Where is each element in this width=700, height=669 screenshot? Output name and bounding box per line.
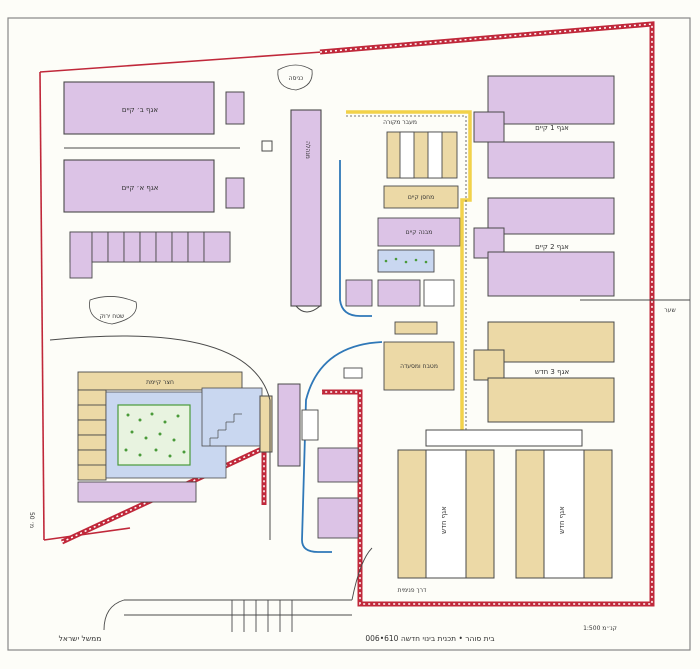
lower-blue-loop — [301, 341, 383, 553]
left-curve-path — [49, 335, 271, 540]
top-path-label: מעבר מקורה — [383, 119, 417, 126]
security-wall-diagonal-inner — [61, 446, 265, 543]
right-barracks-2 — [473, 197, 615, 297]
barracks-a2-label: אגף 2 קיים — [535, 243, 569, 251]
bottom-new-blocks — [397, 429, 613, 579]
admin-curve — [295, 305, 321, 313]
footer-left-note: קנ״מ 1:500 — [583, 625, 617, 632]
left-block-cluster — [77, 371, 243, 503]
admin-long-building — [290, 109, 322, 307]
barracks-b1 — [63, 159, 215, 213]
security-wall-right — [319, 21, 655, 607]
lower-center-blocks — [301, 409, 359, 539]
small-square — [261, 140, 273, 152]
stair-steps — [209, 413, 242, 446]
cell-row — [69, 231, 231, 279]
barracks-b2-label: אגף ב׳ קיים — [122, 106, 159, 114]
center-existing-label: מבנה קיים — [406, 229, 433, 236]
entrance-small-block — [259, 395, 273, 453]
center-blue-loop — [339, 160, 372, 317]
barracks-b2 — [63, 81, 215, 135]
center-green-strip — [384, 257, 428, 264]
wing-new-small-label: אגף חדש — [558, 506, 566, 534]
barracks-b1-label: אגף א׳ קיים — [122, 184, 159, 192]
barracks-b2-annex — [225, 91, 245, 125]
scale-note: 50 מ׳ — [28, 512, 35, 528]
entrance-purple-column — [277, 383, 301, 467]
center-kitchen-label: מטבח ומסעדה — [400, 363, 438, 370]
footer-title: בית סוהר • תכנית בינוי חדשה 610•006 — [365, 634, 495, 643]
admin-long-label: מנהלה — [304, 141, 311, 159]
page-frame — [7, 17, 691, 651]
footer-author: ממשל ישראל — [59, 634, 102, 643]
garden-note: שטח ירוק — [100, 313, 125, 320]
bottom-path-label: דרך פנימית — [398, 587, 427, 594]
garden-note-bubble — [89, 296, 137, 325]
entrance-bubble — [277, 64, 313, 91]
site-boundary-lines — [39, 51, 323, 541]
garden-dots — [124, 412, 186, 458]
barracks-a3-label: אגף 3 חדש — [535, 368, 570, 376]
center-storage-label: מחסן קיים — [408, 194, 434, 201]
right-gate-label: שער — [664, 307, 675, 314]
barracks-a1-label: אגף 1 קיים — [535, 124, 569, 132]
bottom-driveway — [103, 547, 373, 632]
entrance-note: כניסה — [289, 75, 304, 82]
barracks-b1-annex — [225, 177, 245, 209]
yard-label: חצר קיימת — [146, 379, 174, 386]
entrance-stairs — [201, 387, 263, 447]
walkway-dots — [346, 115, 467, 430]
block-new-label: אגף חדש — [440, 506, 448, 534]
right-barracks-3 — [473, 321, 615, 423]
center-blocks — [343, 131, 461, 391]
right-barracks-1 — [473, 75, 615, 179]
